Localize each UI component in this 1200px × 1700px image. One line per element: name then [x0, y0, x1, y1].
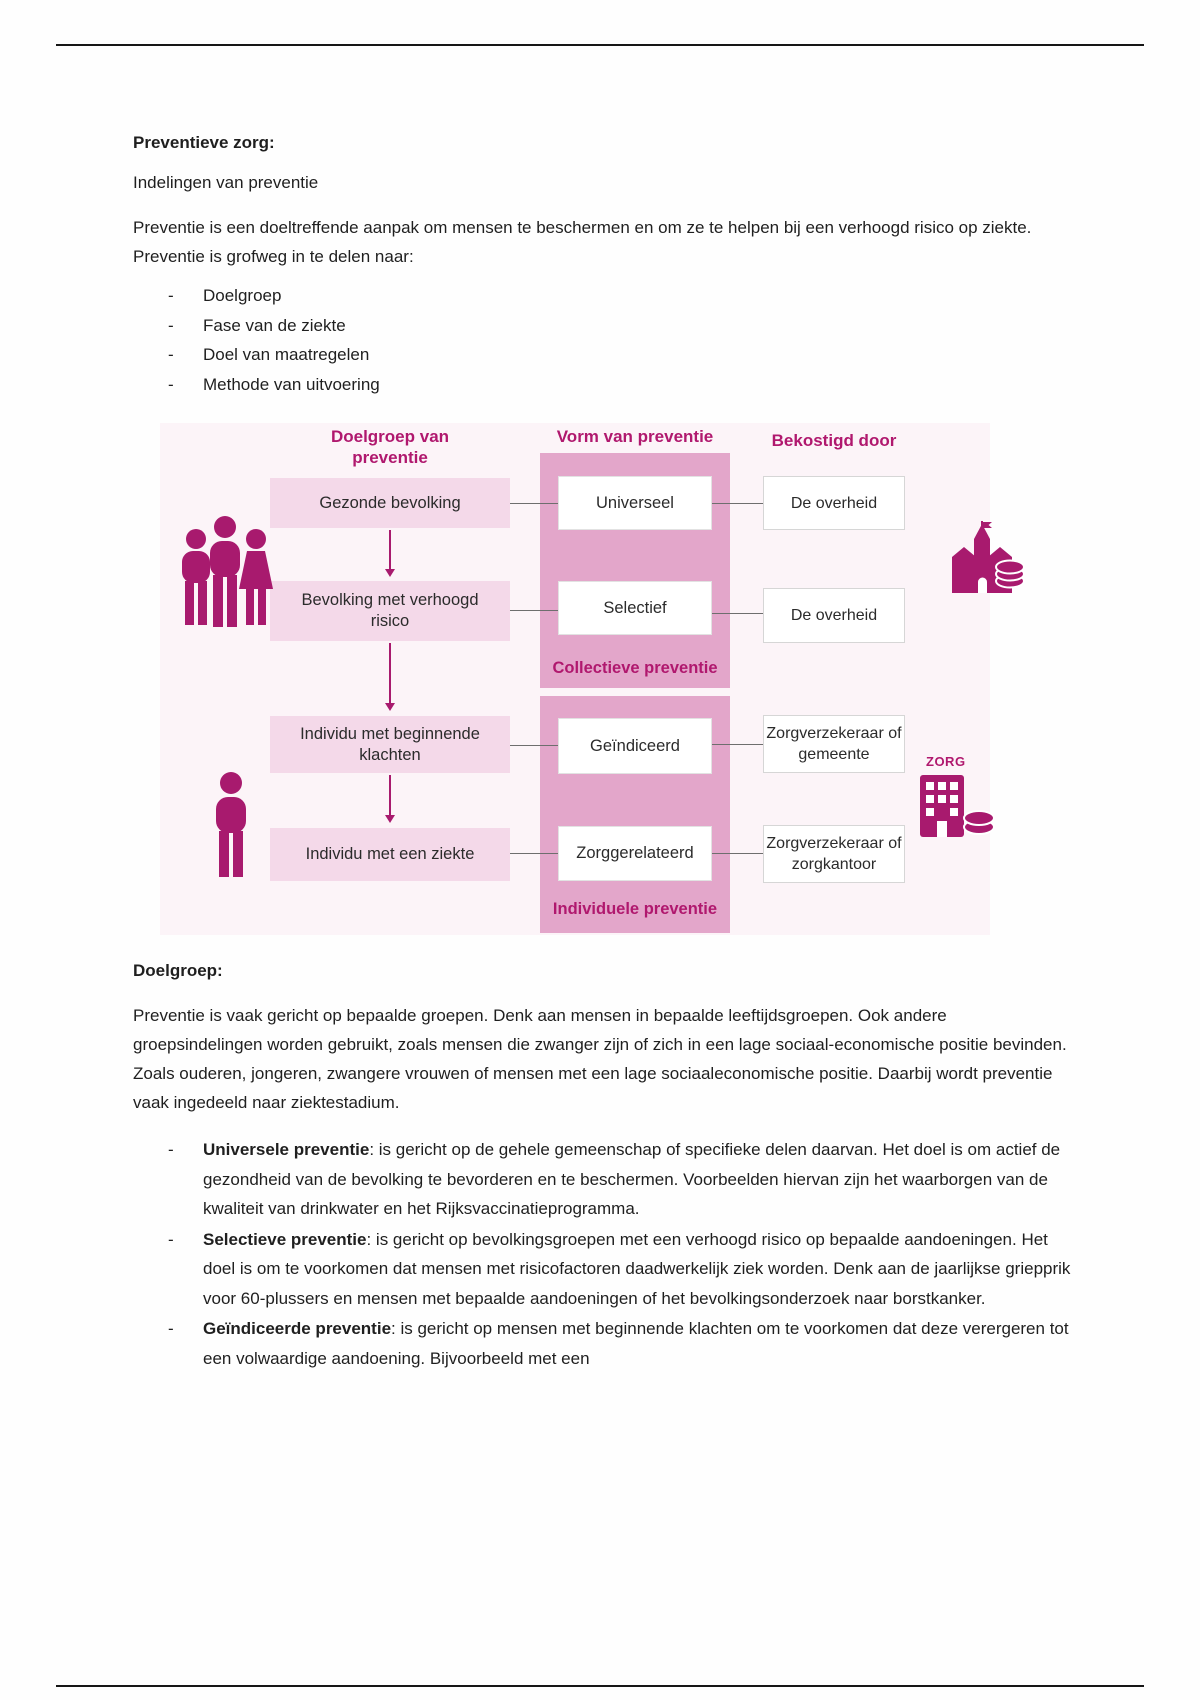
list-item: - Doel van maatregelen	[133, 340, 1073, 370]
doelgroep-box-ziekte: Individu met een ziekte	[270, 828, 510, 881]
intro-bullet-list: - Doelgroep - Fase van de ziekte - Doel van…	[133, 281, 1073, 399]
bullet-dash: -	[168, 315, 174, 335]
flow-arrow-down-icon	[385, 643, 395, 711]
section-heading-preventieve-zorg: Preventieve zorg:	[133, 133, 275, 152]
bullet-term: Geïndiceerde preventie	[203, 1319, 392, 1338]
connector-line	[510, 503, 558, 504]
diagram-col3-header: Bekostigd door	[771, 431, 897, 450]
list-item: - Selectieve preventie: is gericht op be…	[133, 1225, 1073, 1314]
bullet-body: : is gericht op bevolkingsgroepen met ee…	[203, 1229, 1071, 1308]
prevention-type-list: - Universele preventie: is gericht op de…	[133, 1135, 1073, 1373]
document-content: Preventieve zorg: Indelingen van prevent…	[133, 133, 1073, 1374]
bullet-term: Selectieve preventie	[203, 1229, 367, 1249]
flow-arrow-down-icon	[385, 530, 395, 577]
bullet-text: Selectieve preventie: is gericht op bevo…	[203, 1225, 1073, 1314]
zorg-building-icon	[918, 773, 998, 839]
connector-line	[510, 610, 558, 611]
connector-line	[510, 745, 558, 746]
list-item: - Methode van uitvoering	[133, 370, 1073, 400]
person-icon	[208, 771, 254, 877]
list-item: - Fase van de ziekte	[133, 311, 1073, 341]
doelgroep-box-beginnende-klachten: Individu met beginnende klachten	[270, 716, 510, 773]
vorm-box-universeel: Universeel	[558, 476, 712, 530]
individuele-preventie-label: Individuele preventie	[552, 900, 718, 918]
doelgroep-box-verhoogd-risico: Bevolking met verhoogd risico	[270, 581, 510, 641]
list-item: - Doelgroep	[133, 281, 1073, 311]
bullet-text: Doel van maatregelen	[203, 345, 370, 364]
vorm-box-geindiceerd: Geïndiceerd	[558, 718, 712, 774]
vorm-box-zorggerelateerd: Zorggerelateerd	[558, 826, 712, 881]
bullet-body: : is gericht op mensen met beginnende kl…	[203, 1319, 1069, 1368]
bullet-dash: -	[168, 374, 174, 394]
diagram-col1-header: Doelgroep van preventie	[330, 427, 450, 467]
bullet-dash: -	[168, 286, 174, 305]
bullet-dash: -	[168, 1319, 174, 1338]
bullet-text: Methode van uitvoering	[203, 374, 380, 394]
connector-line	[712, 853, 763, 854]
connector-line	[712, 503, 763, 504]
prevention-diagram: Doelgroep van preventie Vorm van prevent…	[160, 423, 1025, 935]
bullet-dash: -	[168, 1229, 174, 1249]
bullet-dash: -	[168, 1140, 174, 1159]
government-building-icon	[946, 521, 1026, 595]
bullet-body: : is gericht op de gehele gemeenschap of…	[203, 1140, 1061, 1218]
subtitle-indelingen: Indelingen van preventie	[133, 173, 319, 192]
list-item: - Geïndiceerde preventie: is gericht op …	[133, 1314, 1073, 1373]
flow-arrow-down-icon	[385, 775, 395, 823]
doelgroep-paragraph: Preventie is vaak gericht op bepaalde gr…	[133, 1006, 1067, 1112]
collectieve-preventie-label: Collectieve preventie	[552, 659, 718, 677]
connector-line	[712, 613, 763, 614]
zorg-label: ZORG	[926, 754, 966, 769]
header-rule	[56, 44, 1144, 46]
bullet-text: Fase van de ziekte	[203, 315, 346, 335]
diagram-col2-header: Vorm van preventie	[556, 427, 714, 446]
people-group-icon	[172, 505, 280, 643]
section-heading-doelgroep: Doelgroep:	[133, 961, 223, 980]
bullet-text: Geïndiceerde preventie: is gericht op me…	[203, 1314, 1073, 1373]
connector-line	[712, 744, 763, 745]
bullet-text: Doelgroep	[203, 286, 282, 305]
bullet-text: Universele preventie: is gericht op de g…	[203, 1135, 1073, 1224]
vorm-box-selectief: Selectief	[558, 581, 712, 635]
bekostigd-box-gemeente: Zorgverzekeraar of gemeente	[763, 715, 905, 773]
intro-paragraph: Preventie is een doeltreffende aanpak om…	[133, 218, 1032, 266]
footer-rule	[56, 1685, 1144, 1687]
bekostigd-box-zorgkantoor: Zorgverzekeraar of zorgkantoor	[763, 825, 905, 883]
connector-line	[510, 853, 558, 854]
doelgroep-box-gezonde-bevolking: Gezonde bevolking	[270, 478, 510, 528]
bullet-term: Universele preventie	[203, 1140, 370, 1159]
bekostigd-box-overheid-1: De overheid	[763, 476, 905, 530]
list-item: - Universele preventie: is gericht op de…	[133, 1135, 1073, 1224]
bekostigd-box-overheid-2: De overheid	[763, 588, 905, 643]
bullet-dash: -	[168, 345, 174, 364]
